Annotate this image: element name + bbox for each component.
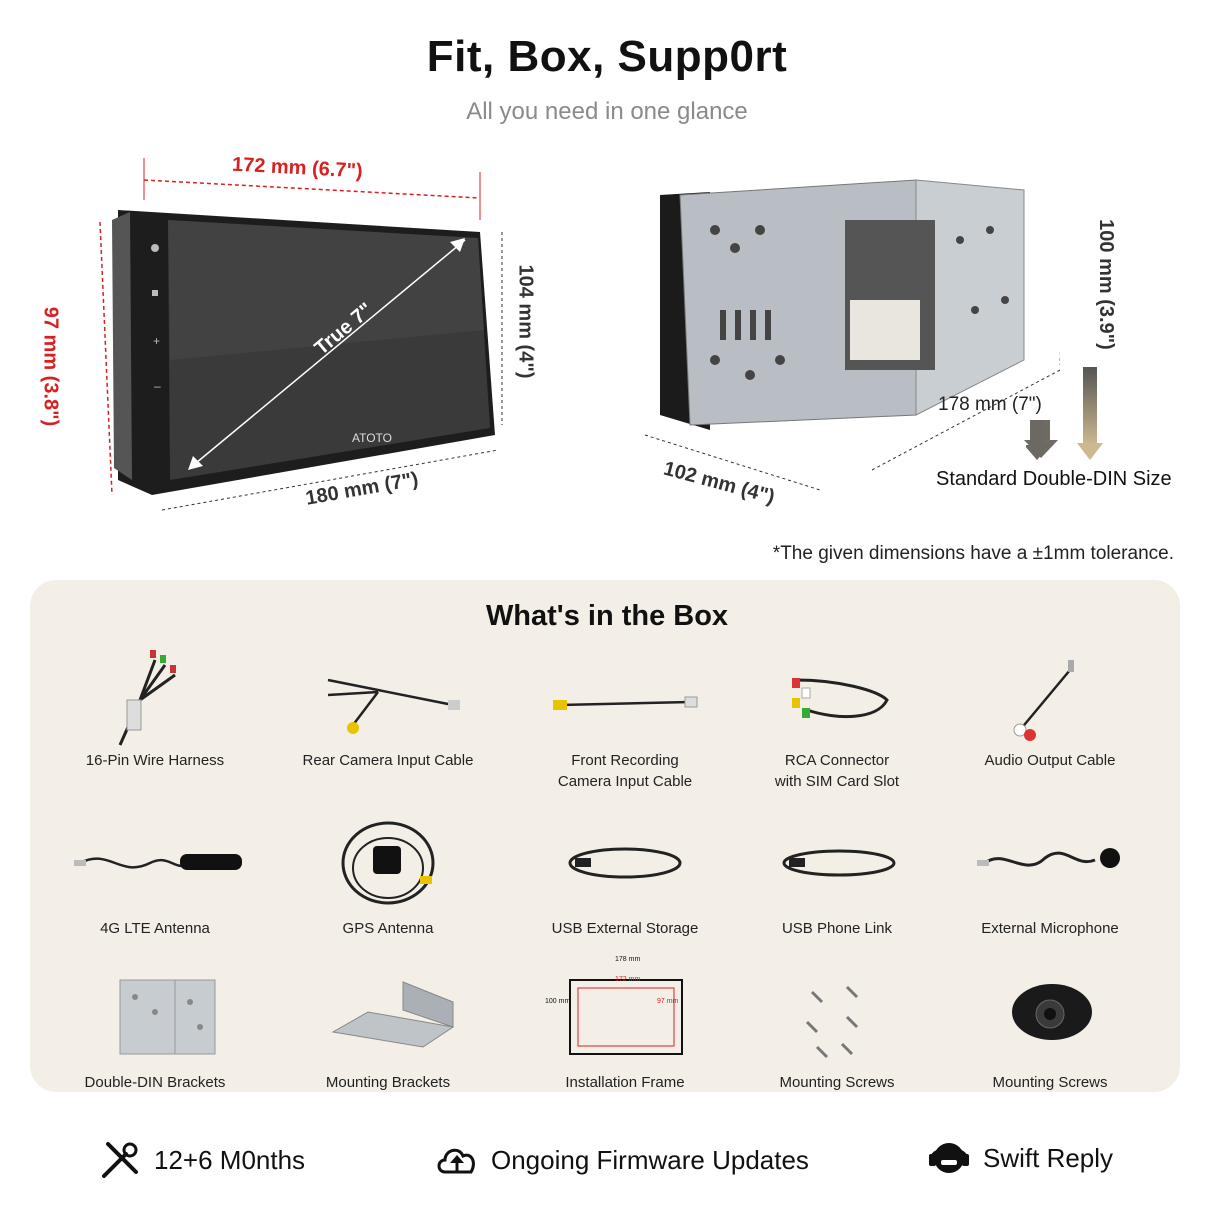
- screen-height-label: 97 mm (3.8"): [39, 306, 62, 427]
- firmware-label: Ongoing Firmware Updates: [491, 1144, 809, 1175]
- frame-outer-width: 178 mm: [615, 956, 641, 963]
- lte-antenna-icon: [74, 854, 242, 870]
- item-microphone: External Microphone: [940, 808, 1160, 939]
- item-installation-frame: Installation Frame: [515, 962, 735, 1093]
- feature-warranty: 12+6 M0nths: [98, 1138, 305, 1182]
- item-mounting-brackets: Mounting Brackets: [278, 962, 498, 1093]
- page-title: Fit, Box, Supp0rt: [426, 32, 788, 81]
- cloud-upload-icon: [437, 1148, 475, 1174]
- item-front-camera-cable: Front Recording Camera Input Cable: [515, 640, 735, 792]
- din-height-label: 100 mm (3.9"): [1094, 219, 1117, 350]
- rear-camera-icon: [1012, 984, 1092, 1040]
- headset-icon: [929, 1143, 969, 1173]
- microphone-icon: [977, 848, 1120, 868]
- warranty-label: 12+6 M0nths: [154, 1144, 306, 1175]
- tolerance-note: *The given dimensions have a ±1mm tolera…: [772, 543, 1174, 564]
- din-size-label: Standard Double-DIN Size: [936, 468, 1172, 490]
- item-din-brackets: Double-DIN Brackets: [45, 962, 265, 1093]
- feature-firmware: Ongoing Firmware Updates: [435, 1138, 809, 1182]
- feature-support: Swift Reply: [927, 1136, 1113, 1180]
- item-usb-storage: USB External Storage: [515, 808, 735, 939]
- usb-storage-icon: [568, 847, 682, 879]
- frame-inner-height: 97 mm: [657, 998, 679, 1005]
- item-rear-camera-cable: Rear Camera Input Cable: [278, 640, 498, 771]
- item-usb-phone-link: USB Phone Link: [727, 808, 947, 939]
- installation-frame-icon: [569, 979, 683, 1055]
- wire-harness-icon: [118, 650, 176, 746]
- item-gps-antenna: GPS Antenna: [278, 808, 498, 939]
- item-rear-camera: Mounting Screws: [940, 962, 1160, 1093]
- camera-cable-icon: [327, 678, 460, 734]
- frame-inner-width: 172 mm: [615, 976, 641, 983]
- din-depth-label: 178 mm (7"): [938, 394, 1042, 415]
- box-contents-panel: [30, 580, 1180, 1092]
- support-label: Swift Reply: [983, 1142, 1114, 1173]
- box-title: What's in the Box: [485, 600, 729, 632]
- gps-antenna-icon: [341, 821, 435, 905]
- item-lte-antenna: 4G LTE Antenna: [45, 808, 265, 939]
- din-chassis-diagram: [644, 179, 1060, 491]
- item-mounting-screws: Mounting Screws: [727, 962, 947, 1093]
- item-rca-connector: RCA Connector with SIM Card Slot: [727, 640, 947, 792]
- front-camera-cable-icon: [553, 696, 698, 710]
- din-bracket-icon: [119, 979, 216, 1055]
- page-subtitle: All you need in one glance: [466, 98, 748, 125]
- usb-phone-link-icon: [782, 849, 896, 877]
- item-audio-cable: Audio Output Cable: [940, 640, 1160, 771]
- svg-text:–: –: [154, 379, 161, 393]
- frame-outer-height: 100 mm: [545, 998, 571, 1005]
- head-unit-diagram: + –: [99, 158, 503, 511]
- svg-text:+: +: [153, 334, 160, 348]
- mounting-bracket-icon: [331, 981, 455, 1048]
- brand-logo: ATOTO: [352, 431, 393, 445]
- tools-icon: [102, 1142, 138, 1178]
- rca-connector-icon: [792, 678, 889, 719]
- audio-cable-icon: [1013, 660, 1074, 741]
- unit-height-label: 104 mm (4"): [514, 264, 537, 379]
- din-arrows-icon: [1026, 367, 1103, 460]
- screws-icon: [805, 985, 859, 1059]
- item-wire-harness: 16-Pin Wire Harness: [45, 640, 265, 771]
